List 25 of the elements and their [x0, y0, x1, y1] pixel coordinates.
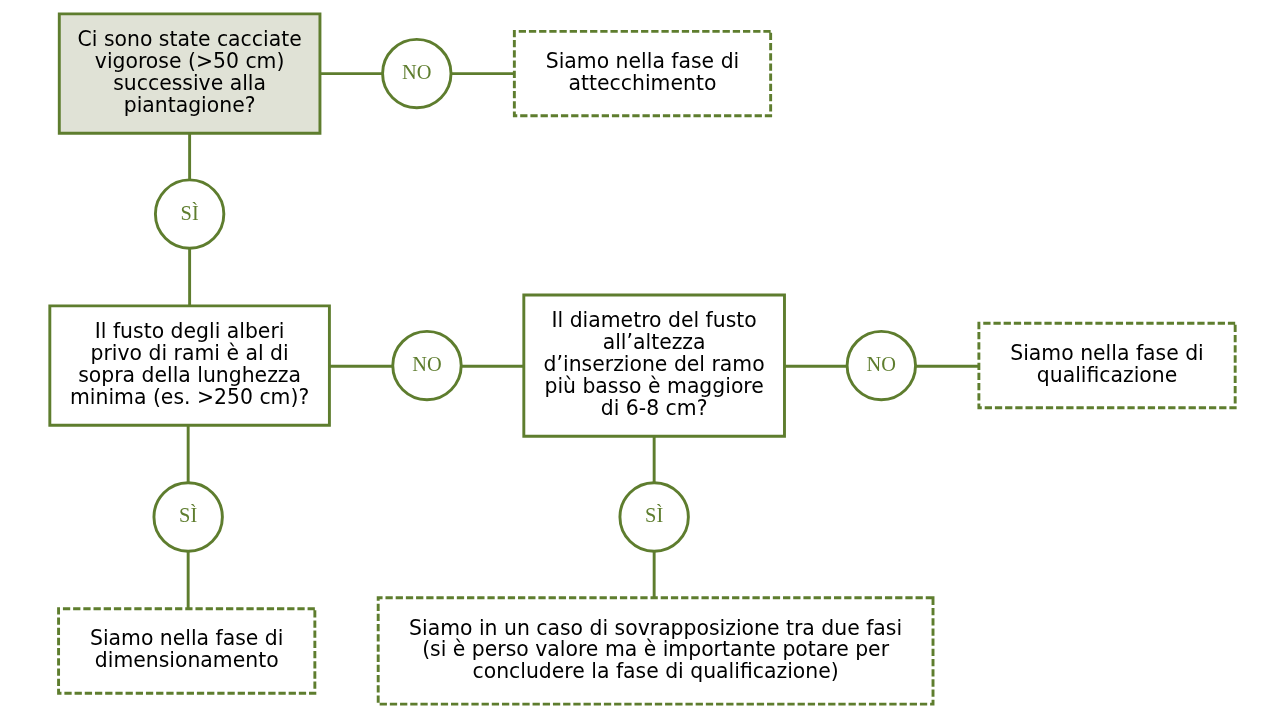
connector [461, 364, 524, 368]
node-circle: SÌ [152, 481, 224, 553]
node-box: Siamo in un caso di sovrapposizione tra due fasi (si è perso valore ma è importante potare per concludere la fase di qualificazione) [376, 596, 935, 706]
node-box: Il fusto degli alberi privo di rami è al di sopra della lunghezza minima (es. >250 cm)? [48, 304, 331, 427]
node-box: Ci sono state cacciate vigorose (>50 cm) successive alla piantagione? [57, 12, 322, 135]
connector [652, 551, 656, 598]
connector [915, 364, 979, 368]
node-circle: NO [381, 37, 453, 110]
connector [451, 72, 514, 76]
connector [188, 248, 192, 306]
node-circle: NO [391, 329, 463, 402]
connector [652, 436, 656, 483]
node-box: Il diametro del fusto all’altezza d’inserzione del ramo più basso è maggiore di 6-8 cm? [522, 293, 786, 438]
node-box: Siamo nella fase di attecchimento [512, 29, 773, 118]
node-circle: NO [845, 329, 917, 402]
connector [785, 364, 847, 368]
connector [320, 72, 383, 76]
connector [329, 364, 393, 368]
node-circle: SÌ [618, 481, 690, 553]
node-circle: SÌ [153, 178, 226, 250]
connector [186, 551, 190, 609]
connector [188, 133, 192, 180]
connector [186, 425, 190, 483]
node-box: Siamo nella fase di qualificazione [977, 321, 1237, 410]
node-box: Siamo nella fase di dimensionamento [57, 607, 317, 695]
